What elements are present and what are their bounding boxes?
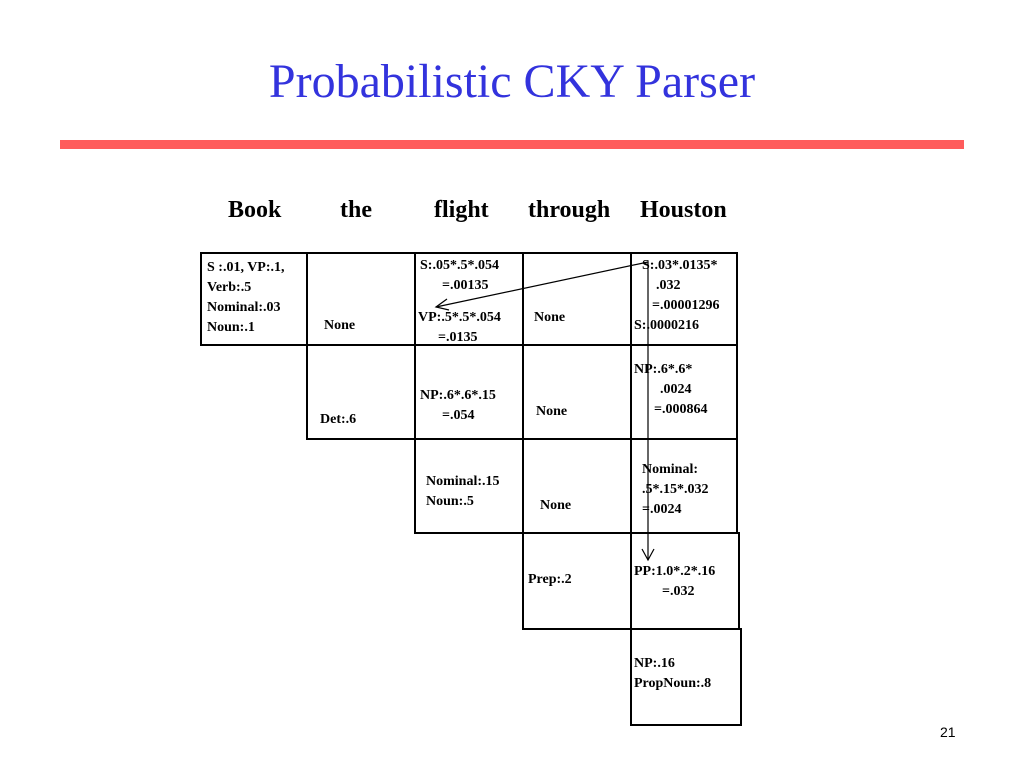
cky-cell-0-1: None bbox=[306, 252, 416, 346]
cell-text: =.0024 bbox=[642, 502, 682, 517]
cell-text: =.00001296 bbox=[652, 298, 720, 313]
cell-text: .0024 bbox=[660, 382, 692, 397]
cell-text: Det:.6 bbox=[320, 412, 357, 427]
cell-text: Noun:.1 bbox=[207, 320, 255, 335]
cky-cell-2-4: Nominal: .5*.15*.032 =.0024 bbox=[630, 438, 738, 534]
cky-cell-0-3: None bbox=[522, 252, 632, 346]
word-through: through bbox=[528, 197, 611, 223]
cky-cell-2-3: None bbox=[522, 438, 632, 534]
cky-cell-2-2: Nominal:.15 Noun:.5 bbox=[414, 438, 524, 534]
word-flight: flight bbox=[434, 197, 489, 223]
cell-text: VP:.5*.5*.054 bbox=[418, 310, 501, 325]
word-houston: Houston bbox=[640, 197, 727, 223]
cell-text: None bbox=[534, 310, 566, 325]
cell-text: =.032 bbox=[662, 584, 695, 599]
cky-cell-0-2: S:.05*.5*.054 =.00135 VP:.5*.5*.054 =.01… bbox=[414, 252, 524, 346]
cky-cell-1-2: NP:.6*.6*.15 =.054 bbox=[414, 344, 524, 440]
cell-text: S:.05*.5*.054 bbox=[420, 258, 499, 273]
slide-number: 21 bbox=[940, 724, 956, 740]
cell-text: =.054 bbox=[442, 408, 475, 423]
cell-text: None bbox=[324, 318, 356, 333]
cell-text: S :.01, VP:.1, bbox=[207, 260, 285, 275]
cky-cell-1-3: None bbox=[522, 344, 632, 440]
cell-text: None bbox=[536, 404, 568, 419]
cky-cell-0-4: S:.03*.0135* .032 =.00001296 S:.0000216 bbox=[630, 252, 738, 346]
cell-text: =.0135 bbox=[438, 330, 478, 345]
cell-text: S:.0000216 bbox=[634, 318, 699, 333]
cell-text: Noun:.5 bbox=[426, 494, 474, 509]
title-divider bbox=[60, 140, 964, 149]
cell-text: NP:.16 bbox=[634, 656, 675, 671]
cky-cell-1-1: Det:.6 bbox=[306, 344, 416, 440]
cky-cell-4-4: NP:.16 PropNoun:.8 bbox=[630, 628, 742, 726]
cky-cell-3-4: PP:1.0*.2*.16 =.032 bbox=[630, 532, 740, 630]
cell-text: Nominal:.03 bbox=[207, 300, 281, 315]
cell-text: Verb:.5 bbox=[207, 280, 252, 295]
cell-text: =.00135 bbox=[442, 278, 489, 293]
cky-cell-0-0: S :.01, VP:.1, Verb:.5 Nominal:.03 Noun:… bbox=[200, 252, 308, 346]
cell-text: .5*.15*.032 bbox=[642, 482, 709, 497]
cell-text: PP:1.0*.2*.16 bbox=[634, 564, 716, 579]
cell-text: None bbox=[540, 498, 572, 513]
word-book: Book bbox=[228, 197, 282, 223]
word-the: the bbox=[340, 197, 372, 223]
slide-title: Probabilistic CKY Parser bbox=[268, 55, 756, 108]
cky-cell-3-3: Prep:.2 bbox=[522, 532, 632, 630]
cky-cell-1-4: NP:.6*.6* .0024 =.000864 bbox=[630, 344, 738, 440]
cell-text: NP:.6*.6* bbox=[634, 362, 693, 377]
cell-text: S:.03*.0135* bbox=[642, 258, 718, 273]
cell-text: NP:.6*.6*.15 bbox=[420, 388, 496, 403]
cell-text: .032 bbox=[656, 278, 681, 293]
cell-text: Nominal: bbox=[642, 462, 698, 477]
cell-text: Nominal:.15 bbox=[426, 474, 500, 489]
cell-text: Prep:.2 bbox=[528, 572, 572, 587]
cell-text: =.000864 bbox=[654, 402, 708, 417]
cell-text: PropNoun:.8 bbox=[634, 676, 712, 691]
